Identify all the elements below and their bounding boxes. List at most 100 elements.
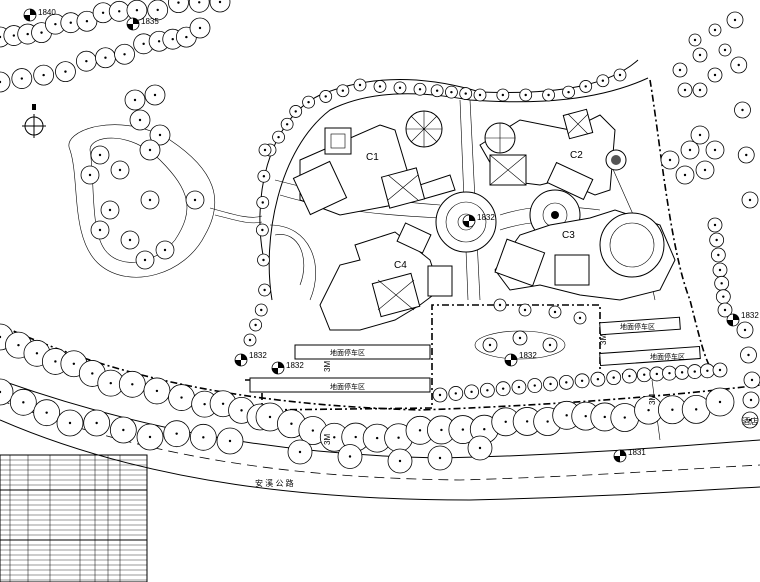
tree-center [748, 418, 752, 422]
building-label-c1: C1 [366, 152, 379, 163]
tree-center [718, 368, 722, 372]
tree-center [268, 415, 272, 419]
tree-center [483, 427, 486, 431]
tree-symbol [0, 71, 11, 93]
elevation-label: 1832 [477, 213, 495, 222]
tree-symbol [168, 0, 189, 14]
tree-center [450, 90, 453, 94]
parking-label-p3: 地面停车区 [620, 322, 655, 331]
tree-center [518, 336, 522, 340]
tree-center [228, 439, 232, 443]
tree-center [713, 28, 717, 32]
tree-center [69, 21, 72, 24]
tree-center [175, 432, 178, 435]
tree-center [290, 422, 293, 425]
tree-center [17, 343, 20, 347]
tree-center [98, 153, 102, 157]
tree-center [668, 158, 672, 162]
tree-center [261, 201, 264, 204]
tree-center [26, 32, 29, 36]
elevation-marker: 1831 [613, 448, 646, 463]
tree-center [294, 110, 297, 113]
dimension-label: 3M [323, 434, 332, 445]
tree-center [157, 40, 161, 43]
tree-center [548, 343, 552, 347]
tree-center [454, 392, 457, 395]
tree-center [348, 455, 352, 458]
tree-center [72, 362, 76, 365]
road-name: 安 溪 公 路 [255, 478, 294, 488]
tree-center [547, 93, 550, 97]
survey-crosshair [22, 104, 46, 138]
elevation-label: 1832 [741, 311, 759, 320]
dimension-label: 3M [599, 334, 608, 345]
tree-center [628, 374, 631, 378]
parking-areas: 地面停车区 地面停车区 地面停车区 地面停车区 [249, 316, 701, 393]
tree-center [128, 238, 132, 242]
tree-center [584, 414, 587, 418]
tree-center [580, 379, 584, 382]
tree-center [618, 73, 622, 77]
building-c4: C4 [319, 222, 453, 331]
tree-center [85, 20, 89, 23]
tree-center [148, 198, 152, 202]
tree-center [567, 90, 570, 94]
tree-center [715, 238, 718, 242]
tree-center [694, 408, 698, 411]
elevation-marker: 1832 [234, 351, 267, 367]
tree-center [596, 378, 600, 381]
tree-center [193, 198, 197, 202]
tree-center [698, 133, 702, 137]
tree-center [418, 88, 422, 91]
tree-center [131, 383, 134, 386]
tree-center [603, 415, 606, 419]
parking-p2 [249, 377, 431, 393]
parking-label-p1: 地面停车区 [330, 348, 365, 357]
tree-center [218, 0, 222, 4]
tree-center [198, 1, 201, 4]
elevation-label: 1832 [286, 361, 304, 370]
tree-center [749, 398, 753, 402]
tree-center [42, 73, 45, 77]
tree-symbol [209, 0, 231, 13]
tree-center [12, 34, 16, 37]
tree-center [122, 428, 125, 432]
tree-center [706, 369, 709, 372]
tree-center [22, 401, 25, 404]
tree-center [584, 85, 587, 88]
c3-round-hall [599, 212, 665, 278]
elevation-marker: 1840 [23, 8, 56, 22]
tree-center [358, 83, 362, 87]
tree-center [0, 335, 2, 339]
tree-center [307, 100, 310, 104]
tree-center [35, 352, 39, 355]
tree-center [324, 95, 327, 98]
tree-center [680, 371, 684, 374]
tree-center [722, 295, 725, 298]
tree-center [478, 93, 482, 97]
tree-center [655, 372, 659, 376]
tree-layer [0, 0, 760, 474]
tree-center [177, 1, 180, 4]
tree-center [733, 18, 737, 22]
tree-center [703, 168, 707, 172]
tree-center [171, 37, 174, 41]
tree-center [747, 353, 750, 357]
tree-center [612, 376, 615, 379]
tree-center [524, 93, 527, 97]
tree-symbol [188, 0, 210, 13]
tree-center [678, 68, 682, 72]
tree-center [549, 382, 552, 386]
tree-center [693, 370, 696, 373]
tree-center [156, 8, 159, 12]
tree-center [277, 135, 280, 139]
elevation-label: 1832 [249, 351, 267, 360]
tree-center [553, 310, 557, 314]
tree-center [647, 408, 650, 412]
tree-center [158, 133, 162, 137]
tree-center [254, 323, 257, 327]
tree-center [683, 173, 687, 177]
tree-center [148, 148, 152, 152]
elevation-marker: 1832 [271, 361, 304, 375]
tree-center [142, 42, 145, 46]
